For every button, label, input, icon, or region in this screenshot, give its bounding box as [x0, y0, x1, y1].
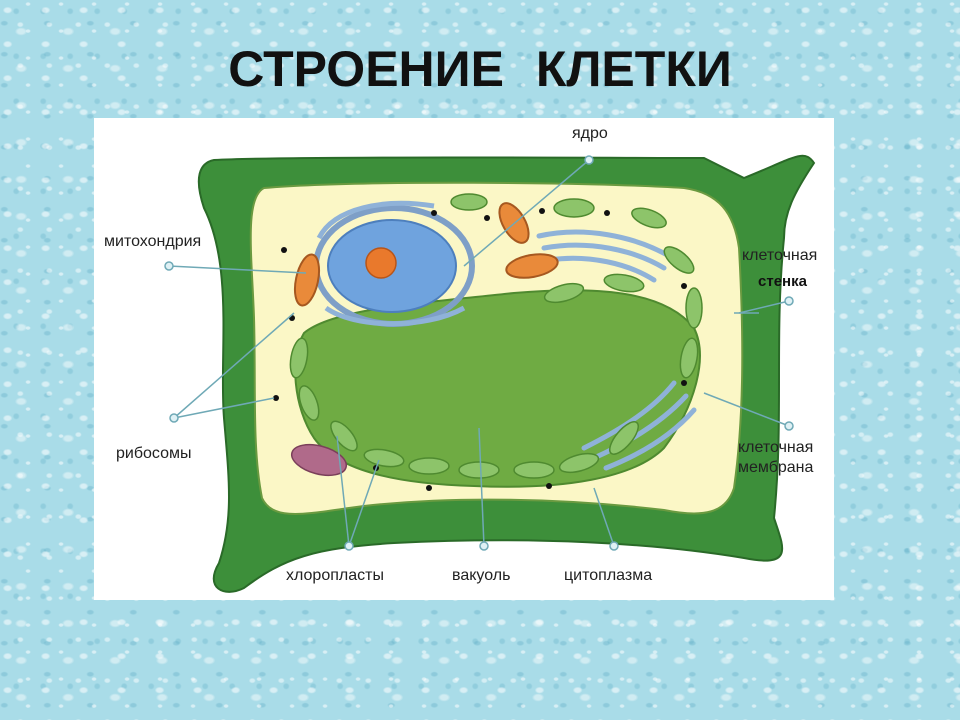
page-title: СТРОЕНИЕ КЛЕТКИ: [228, 41, 732, 97]
label-cytoplasm: цитоплазма: [564, 567, 653, 584]
label-cell-wall-2: стенка: [758, 273, 807, 290]
mitochondrion: [293, 253, 321, 307]
mitochondrion: [505, 253, 559, 279]
golgi-apparatus-bottom: [581, 380, 697, 471]
vesicle: [290, 443, 348, 477]
golgi-apparatus-top: [536, 229, 672, 283]
plant-cell-diagram: [164, 154, 816, 593]
pointer-lines: [168, 159, 790, 547]
label-vacuole: вакуоль: [452, 567, 511, 584]
label-mitochondria: митохондрия: [104, 233, 202, 250]
label-nucleus: ядро: [572, 125, 608, 142]
label-ribosomes: рибосомы: [116, 445, 192, 462]
label-membrane-1: клеточная: [738, 439, 814, 456]
label-membrane-2: мембрана: [738, 459, 814, 476]
endoplasmic-reticulum: [324, 305, 466, 327]
nucleolus: [365, 247, 397, 279]
chloroplast-group: [289, 193, 703, 479]
label-cell-wall-1: клеточная: [742, 247, 818, 264]
ribosome-group: [273, 208, 687, 491]
label-chloroplasts: хлоропласты: [286, 567, 384, 584]
endoplasmic-reticulum: [316, 200, 435, 240]
pointer-dots: [164, 155, 794, 551]
diagram-panel: ядро митохондрия клеточная стенка рибосо…: [94, 118, 834, 600]
